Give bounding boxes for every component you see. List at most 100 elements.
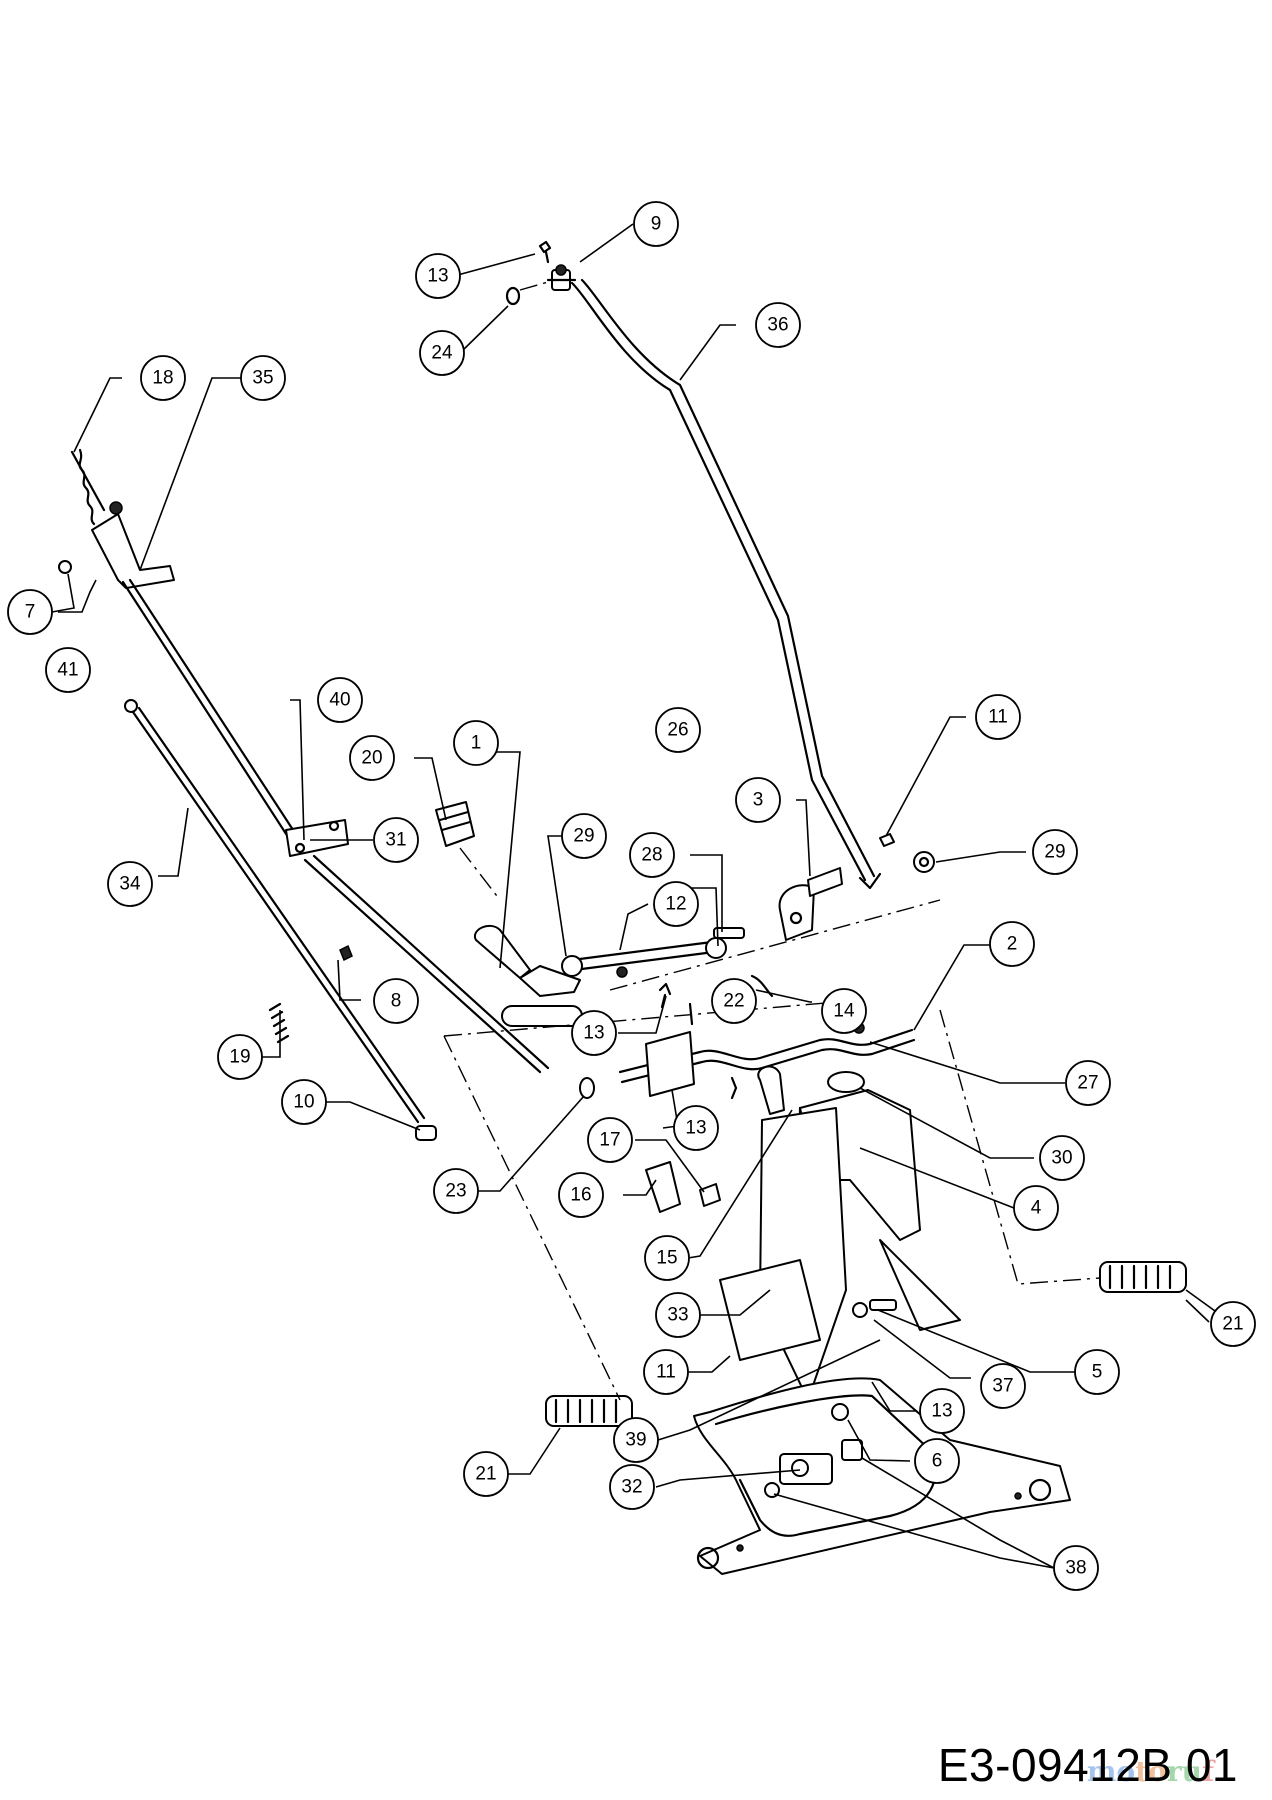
svg-text:17: 17 [599, 1130, 620, 1151]
svg-text:8: 8 [391, 991, 402, 1012]
callout-13-mid: 13 [571, 1010, 617, 1056]
svg-text:20: 20 [361, 748, 382, 769]
callout-13-lower: 13 [673, 1105, 719, 1151]
spring-bracket-parts-18-35-41 [58, 448, 299, 842]
plate-part-40 [285, 819, 550, 1074]
svg-text:13: 13 [931, 1401, 952, 1422]
svg-text:22: 22 [723, 991, 744, 1012]
svg-text:34: 34 [119, 874, 141, 895]
watermark-logo: motoruf [1086, 1755, 1214, 1788]
svg-text:11: 11 [988, 707, 1008, 728]
svg-text:32: 32 [621, 1477, 642, 1498]
callout-37: 37 [980, 1363, 1026, 1409]
callout-16: 16 [558, 1172, 604, 1218]
svg-text:40: 40 [329, 690, 350, 711]
callout-21-right: 21 [1210, 1301, 1256, 1347]
callout-2: 2 [989, 921, 1035, 967]
clip-parts-16-17 [645, 1161, 721, 1213]
svg-text:2: 2 [1007, 934, 1018, 955]
cross-shaft-part-2 [579, 974, 916, 1100]
svg-text:29: 29 [1044, 842, 1065, 863]
svg-text:21: 21 [1222, 1314, 1243, 1335]
callout-15: 15 [644, 1235, 690, 1281]
svg-text:13: 13 [583, 1023, 604, 1044]
callout-22: 22 [711, 978, 757, 1024]
svg-text:3: 3 [753, 790, 764, 811]
callout-38: 38 [1053, 1545, 1099, 1591]
lever-part-1 [473, 924, 583, 1027]
callout-19: 19 [217, 1034, 263, 1080]
callout-33: 33 [655, 1292, 701, 1338]
callout-29-left: 29 [561, 813, 607, 859]
callout-4: 4 [1013, 1185, 1059, 1231]
svg-text:31: 31 [385, 830, 406, 851]
svg-text:13: 13 [685, 1118, 706, 1139]
callout-41: 41 [45, 647, 91, 693]
callout-40: 40 [317, 677, 363, 723]
svg-text:30: 30 [1051, 1148, 1072, 1169]
callout-24: 24 [419, 330, 465, 376]
svg-text:4: 4 [1031, 1198, 1042, 1219]
svg-text:23: 23 [445, 1181, 466, 1202]
callout-7: 7 [7, 589, 53, 635]
svg-text:33: 33 [667, 1305, 688, 1326]
swivel-part-9 [546, 264, 577, 291]
callout-34: 34 [107, 861, 153, 907]
svg-text:29: 29 [573, 826, 594, 847]
bracket-part-3 [713, 833, 935, 941]
long-rod-part-36 [570, 278, 882, 890]
callout-32: 32 [609, 1464, 655, 1510]
callout-13-top: 13 [415, 253, 461, 299]
svg-text:1: 1 [471, 733, 482, 754]
svg-text:27: 27 [1077, 1073, 1098, 1094]
callout-17: 17 [587, 1117, 633, 1163]
callout-12: 12 [653, 881, 699, 927]
svg-text:24: 24 [431, 343, 453, 364]
callout-23: 23 [433, 1168, 479, 1214]
drawing-number: E3-09412B 01 [937, 1739, 1238, 1791]
svg-text:35: 35 [252, 368, 273, 389]
callouts: 9 13 24 36 18 35 7 41 40 20 1 29 31 8 34… [7, 201, 1256, 1591]
callout-35: 35 [240, 355, 286, 401]
callout-26: 26 [655, 707, 701, 753]
callout-1: 1 [453, 720, 499, 766]
svg-text:28: 28 [641, 845, 662, 866]
callout-14: 14 [821, 988, 867, 1034]
svg-text:11: 11 [656, 1362, 676, 1383]
footrest-part-21-left [545, 1395, 633, 1427]
footrest-part-21-right [1099, 1261, 1187, 1293]
callout-13-bottom: 13 [919, 1388, 965, 1434]
svg-text:13: 13 [427, 266, 448, 287]
svg-text:18: 18 [152, 368, 173, 389]
callout-10: 10 [281, 1079, 327, 1125]
callout-11-top: 11 [975, 694, 1021, 740]
callout-20: 20 [349, 735, 395, 781]
base-plate [693, 1377, 1071, 1575]
svg-text:36: 36 [767, 315, 788, 336]
svg-text:12: 12 [665, 894, 686, 915]
svg-text:37: 37 [992, 1376, 1013, 1397]
pedal-tower-parts-4-15 [719, 1022, 961, 1401]
svg-text:38: 38 [1065, 1558, 1086, 1579]
svg-text:5: 5 [1092, 1362, 1103, 1383]
callout-30: 30 [1039, 1135, 1085, 1181]
callout-11-lower: 11 [643, 1349, 689, 1395]
callout-5: 5 [1074, 1349, 1120, 1395]
knob-part-20 [435, 801, 501, 901]
callout-28: 28 [629, 832, 675, 878]
svg-text:41: 41 [57, 660, 78, 681]
shaft-parts-28-29 [561, 899, 941, 991]
callout-29-right: 29 [1032, 829, 1078, 875]
svg-text:21: 21 [475, 1464, 496, 1485]
callout-9: 9 [633, 201, 679, 247]
callout-27: 27 [1065, 1060, 1111, 1106]
svg-text:10: 10 [293, 1092, 314, 1113]
svg-text:19: 19 [229, 1047, 250, 1068]
callout-3: 3 [735, 777, 781, 823]
svg-text:39: 39 [625, 1430, 646, 1451]
parts-drawing [58, 240, 1187, 1575]
callout-31: 31 [373, 817, 419, 863]
callout-39: 39 [613, 1417, 659, 1463]
callout-8: 8 [373, 978, 419, 1024]
